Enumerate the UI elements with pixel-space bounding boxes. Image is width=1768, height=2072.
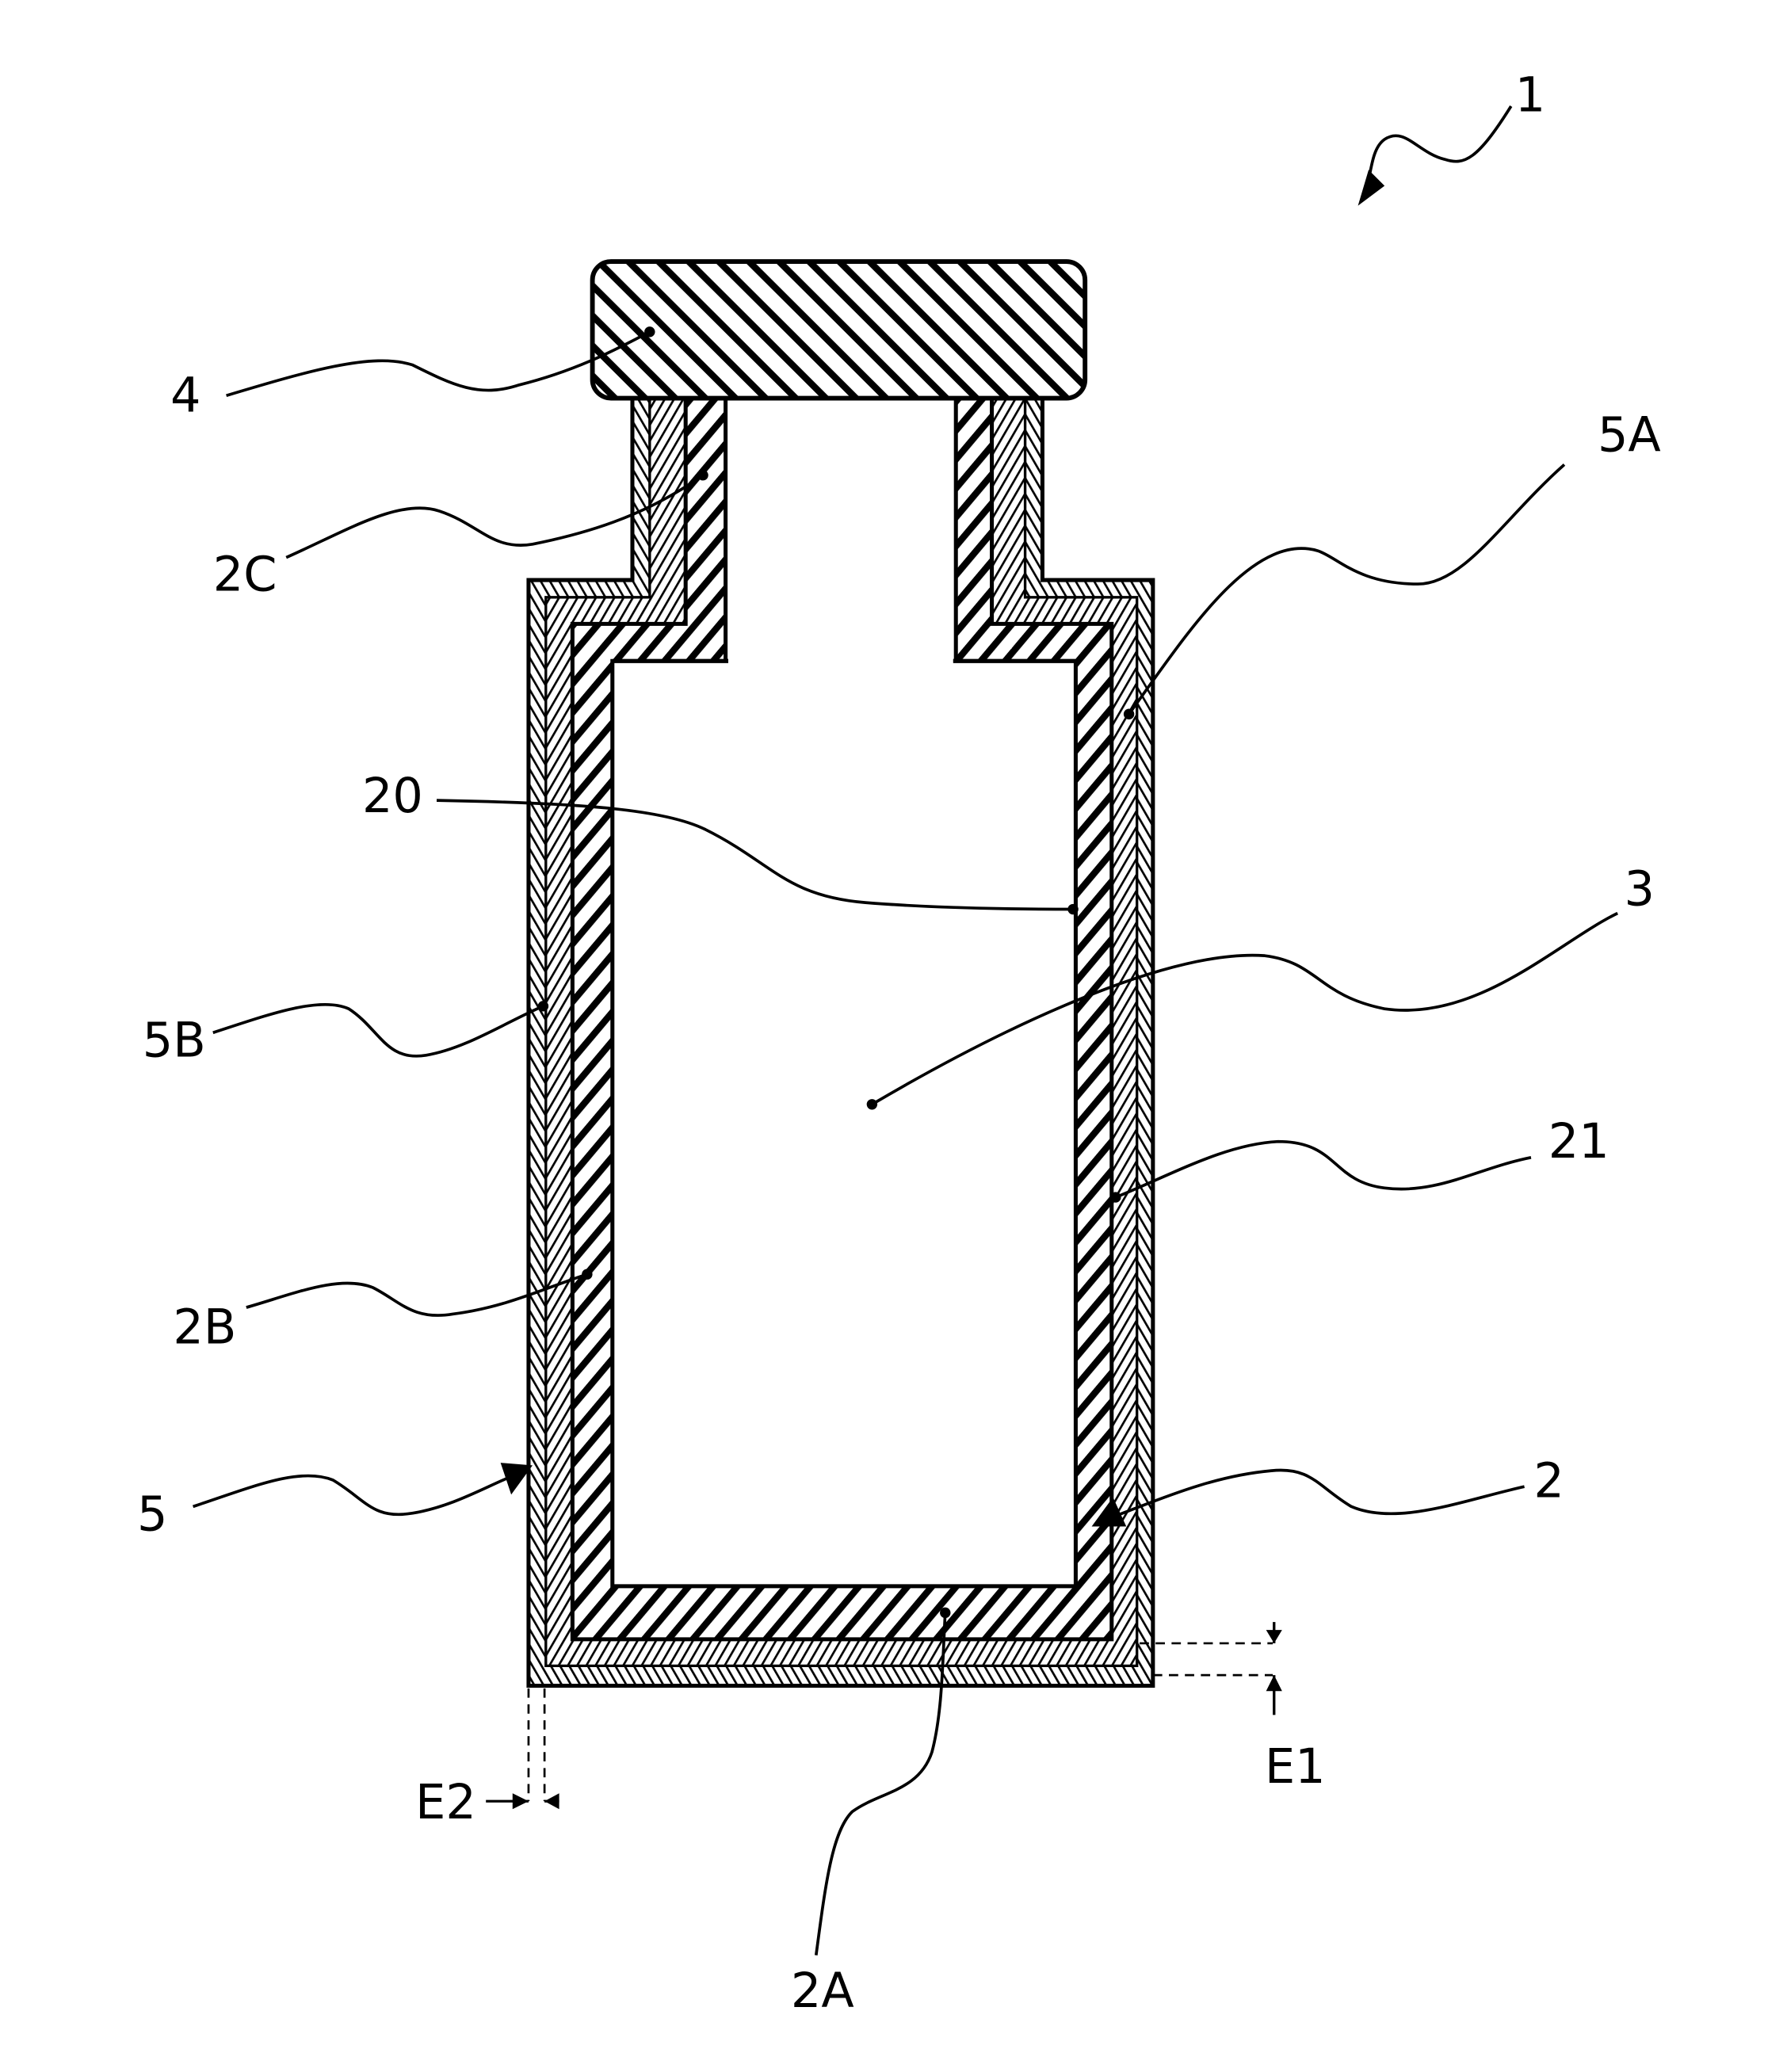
interior-cavity xyxy=(610,658,1078,1589)
label-assembly: 1 xyxy=(1515,68,1545,124)
leader-5b xyxy=(212,1002,544,1058)
leader-2a xyxy=(814,1612,947,1956)
arrowhead-icon xyxy=(512,1793,529,1810)
leader-container xyxy=(1115,1468,1525,1517)
arrowhead-icon xyxy=(1358,170,1385,206)
label-5a: 5A xyxy=(1598,408,1661,464)
leader-21 xyxy=(1115,1139,1532,1199)
leader-2b xyxy=(246,1273,588,1317)
arrowhead-icon xyxy=(500,1463,533,1495)
label-20: 20 xyxy=(362,769,423,824)
label-container: 2 xyxy=(1533,1454,1564,1509)
arrowhead-icon xyxy=(1266,1630,1282,1643)
label-5b: 5B xyxy=(143,1013,206,1069)
leader-dot xyxy=(1123,708,1135,719)
leader-dot xyxy=(644,326,655,338)
leader-dot xyxy=(866,1099,878,1110)
cap xyxy=(590,259,1088,401)
leader-neck xyxy=(285,474,705,559)
leader-dot xyxy=(940,1607,951,1619)
neck-opening xyxy=(724,393,958,663)
leader-dot xyxy=(1110,1192,1121,1203)
label-21: 21 xyxy=(1548,1114,1610,1170)
label-contents: 3 xyxy=(1625,862,1655,918)
leader-cap xyxy=(226,330,651,397)
leader-dot xyxy=(537,1001,549,1012)
label-cap: 4 xyxy=(170,368,200,423)
assembly-leader xyxy=(1363,105,1513,200)
label-neck: 2C xyxy=(213,548,277,603)
leader-5 xyxy=(193,1474,514,1517)
arrowhead-icon xyxy=(1266,1675,1282,1692)
arrowhead-icon xyxy=(1091,1497,1127,1527)
label-coating: 5 xyxy=(137,1487,167,1543)
label-e1: E1 xyxy=(1265,1739,1326,1795)
leader-20 xyxy=(436,799,1074,911)
leader-dot xyxy=(697,470,708,481)
label-e2: E2 xyxy=(415,1775,476,1830)
leader-dot xyxy=(1067,903,1079,915)
arrowhead-icon xyxy=(544,1793,559,1810)
label-2a: 2A xyxy=(791,1963,854,2019)
label-2b: 2B xyxy=(173,1299,236,1355)
leader-contents xyxy=(871,911,1618,1106)
leader-5a xyxy=(1128,463,1566,715)
leader-dot xyxy=(582,1269,593,1280)
